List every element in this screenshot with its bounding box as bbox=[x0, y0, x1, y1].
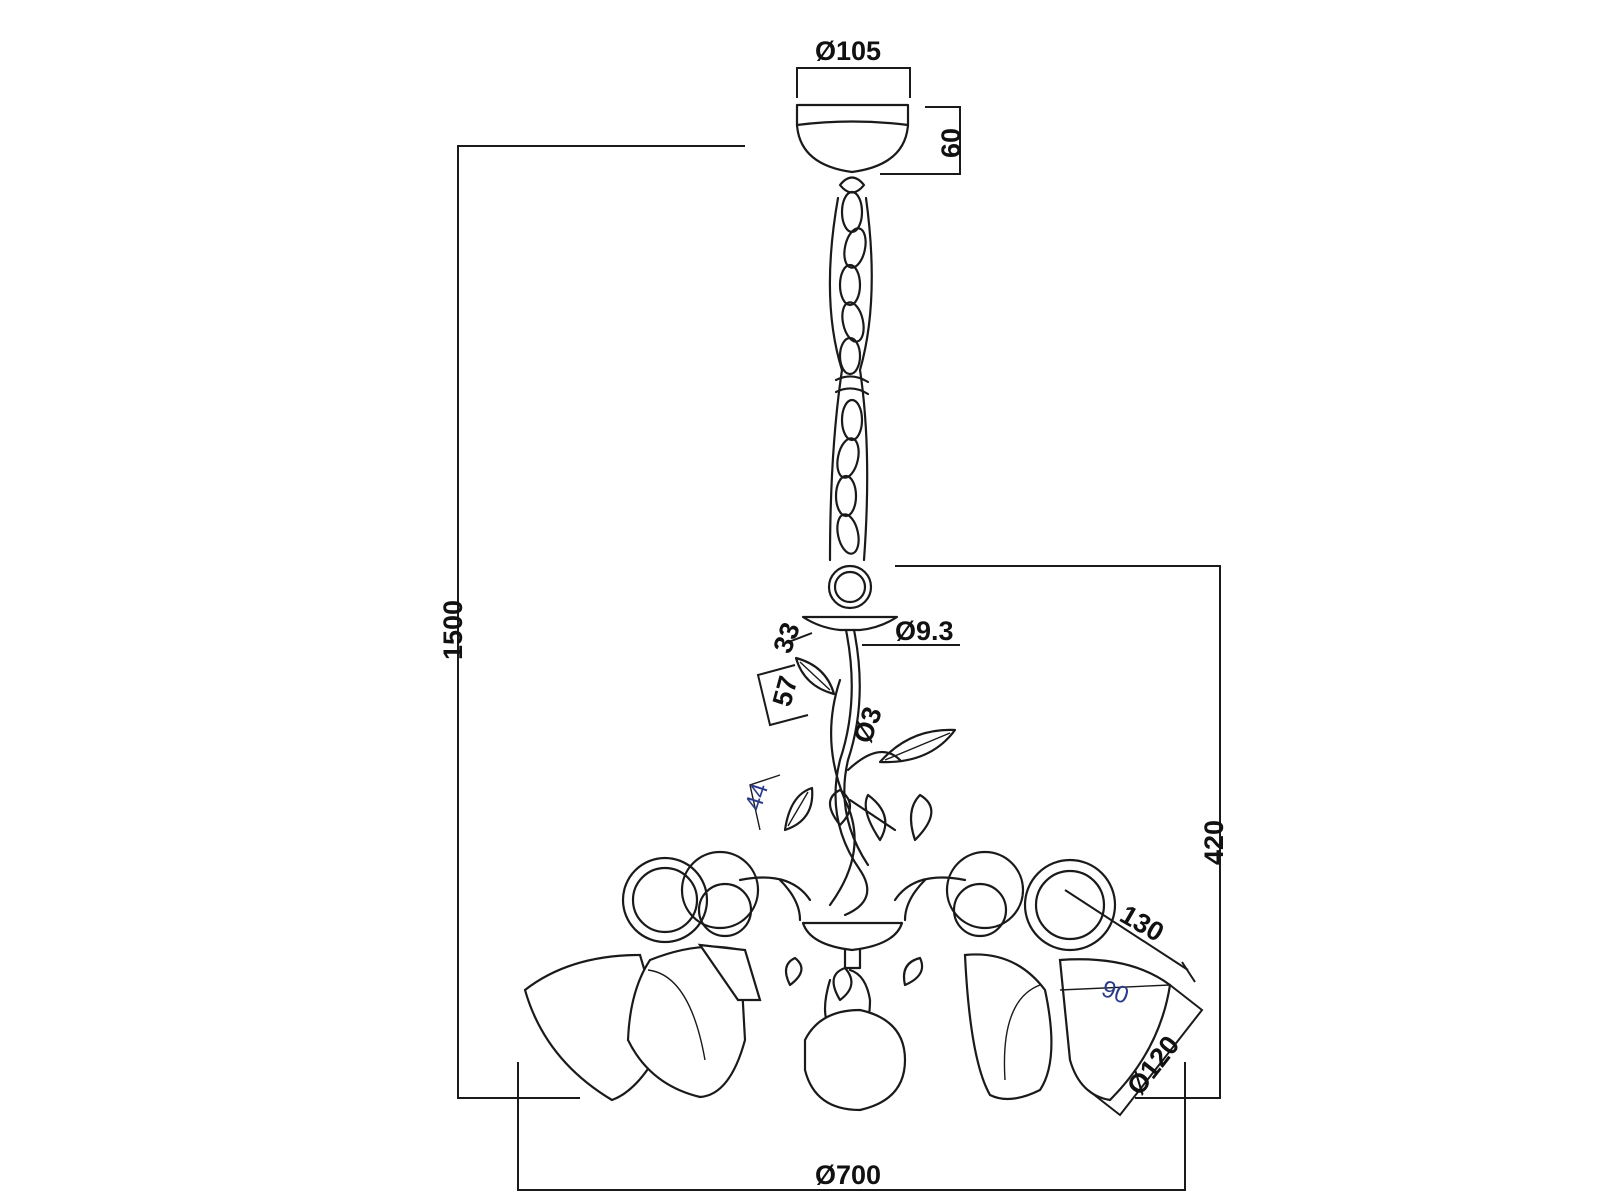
arm-reach-label: 130 bbox=[1115, 899, 1169, 948]
leaf-length-dimension: 57 bbox=[756, 664, 809, 727]
rod-diameter-label: Ø9.3 bbox=[895, 616, 954, 646]
small-leaf-dimension: 44 bbox=[740, 774, 781, 831]
leaf-width-dimension: 33 bbox=[767, 619, 813, 657]
glass-shades bbox=[523, 943, 1172, 1112]
canopy-height-label: 60 bbox=[936, 128, 966, 158]
canopy-diameter-label: Ø105 bbox=[815, 36, 881, 66]
top-plate bbox=[801, 615, 899, 632]
total-height-label: 1500 bbox=[438, 600, 468, 660]
scroll-arms bbox=[621, 850, 1117, 952]
suspension-chain bbox=[827, 190, 873, 610]
body-height-label: 420 bbox=[1199, 820, 1229, 865]
canopy-diameter-dimension: Ø105 bbox=[796, 36, 911, 98]
central-stems bbox=[828, 628, 902, 917]
overall-diameter-dimension: Ø700 bbox=[517, 1062, 1186, 1191]
body-height-dimension: 420 bbox=[895, 565, 1229, 1099]
leaf-length-label: 57 bbox=[767, 673, 804, 710]
small-leaf-label: 44 bbox=[740, 780, 774, 814]
canopy-height-dimension: 60 bbox=[880, 106, 966, 175]
overall-diameter-label: Ø700 bbox=[815, 1160, 881, 1190]
leaf-width-label: 33 bbox=[767, 619, 805, 657]
ceiling-canopy bbox=[795, 103, 910, 194]
rod-diameter-dimension: Ø9.3 bbox=[862, 616, 960, 646]
